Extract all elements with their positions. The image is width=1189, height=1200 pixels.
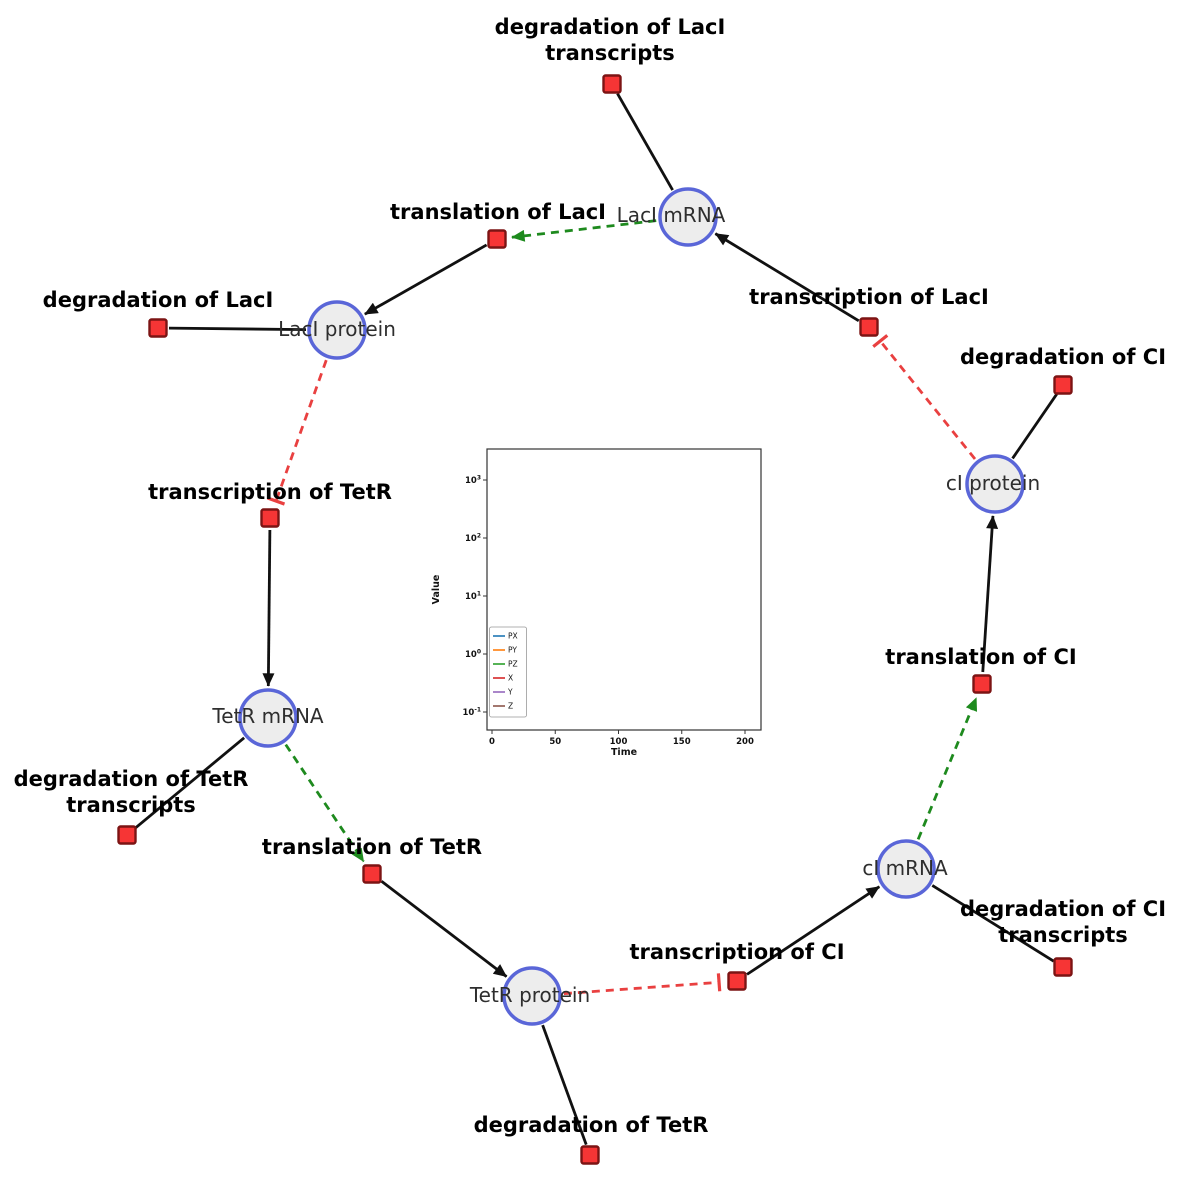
reaction-node-deg-ci-transcripts[interactable] — [1053, 957, 1073, 977]
species-node-tetr-protein[interactable] — [502, 966, 562, 1026]
species-node-ci-protein[interactable] — [965, 454, 1025, 514]
reaction-node-deg-laci[interactable] — [148, 318, 168, 338]
legend-label-Z: Z — [508, 702, 513, 711]
reaction-node-deg-tetr[interactable] — [580, 1145, 600, 1165]
x-tick-label: 100 — [610, 737, 628, 747]
x-tick-label: 50 — [549, 737, 561, 747]
inhibition-edge-laci-protein-to-transcription-tetr — [274, 359, 328, 502]
legend-label-Y: Y — [507, 688, 513, 697]
chart-legend: PX PY PZ XYZ — [489, 626, 527, 718]
x-tick-label: 150 — [673, 737, 691, 747]
consumption-edge-ci-protein-to-deg-ci — [1011, 393, 1058, 460]
legend-label-PY: PY — [508, 646, 517, 655]
consumption-edge-tetr-mrna-to-deg-tetr-transcripts — [134, 736, 246, 830]
species-node-laci-mrna[interactable] — [658, 187, 718, 247]
inhibition-tbar-transcription-ci — [716, 973, 722, 992]
production-edge-translation-laci-to-laci-protein — [364, 243, 488, 316]
inhibition-tbar-transcription-laci — [872, 334, 889, 348]
reaction-node-deg-laci-transcripts[interactable] — [602, 74, 622, 94]
y-tick-label: 101 — [465, 591, 481, 603]
y-tick-label: 100 — [465, 649, 481, 661]
production-edge-transcription-laci-to-laci-mrna — [714, 232, 860, 322]
y-tick-label: 102 — [465, 533, 481, 545]
consumption-edge-ci-mrna-to-deg-ci-transcripts — [931, 884, 1055, 963]
species-node-ci-mrna[interactable] — [876, 839, 936, 899]
y-tick-label: 10-1 — [462, 707, 481, 719]
legend-label-X: X — [508, 674, 513, 683]
consumption-edge-laci-protein-to-deg-laci — [168, 326, 307, 332]
inhibition-edge-tetr-protein-to-transcription-ci — [563, 980, 720, 996]
reaction-node-deg-ci[interactable] — [1053, 375, 1073, 395]
consumption-edge-tetr-protein-to-deg-tetr — [541, 1024, 588, 1146]
y-axis-label: Value — [431, 575, 442, 605]
reaction-node-transcription-laci[interactable] — [859, 317, 879, 337]
x-tick-label: 0 — [489, 737, 495, 747]
y-tick-label: 103 — [465, 475, 481, 487]
x-axis-label: Time — [611, 747, 637, 758]
reaction-node-translation-tetr[interactable] — [362, 864, 382, 884]
node-layer — [117, 74, 1073, 1165]
production-edge-translation-ci-to-ci-protein — [981, 515, 999, 673]
catalysis-edge-ci-mrna-to-translation-ci — [916, 697, 978, 840]
reaction-node-translation-laci[interactable] — [487, 229, 507, 249]
reaction-node-transcription-tetr[interactable] — [260, 508, 280, 528]
chart-frame — [486, 448, 762, 731]
species-node-tetr-mrna[interactable] — [238, 688, 298, 748]
reaction-node-transcription-ci[interactable] — [727, 971, 747, 991]
production-edge-transcription-tetr-to-tetr-mrna — [262, 529, 275, 687]
x-tick-label: 200 — [736, 737, 754, 747]
reaction-node-translation-ci[interactable] — [972, 674, 992, 694]
inhibition-tbar-transcription-tetr — [267, 496, 286, 506]
production-edge-transcription-ci-to-ci-mrna — [746, 885, 881, 976]
production-edge-translation-tetr-to-tetr-protein — [380, 880, 508, 978]
reaction-node-deg-tetr-transcripts[interactable] — [117, 825, 137, 845]
consumption-edge-laci-mrna-to-deg-laci-transcripts — [616, 92, 674, 191]
species-node-laci-protein[interactable] — [307, 300, 367, 360]
legend-label-PZ: PZ — [508, 660, 518, 669]
legend-label-PX: PX — [508, 632, 518, 641]
edge-layer — [134, 92, 1058, 1146]
catalysis-edge-tetr-mrna-to-translation-tetr — [284, 743, 365, 863]
inhibition-edge-ci-protein-to-transcription-laci — [879, 340, 977, 460]
catalysis-edge-laci-mrna-to-translation-laci — [511, 219, 657, 242]
